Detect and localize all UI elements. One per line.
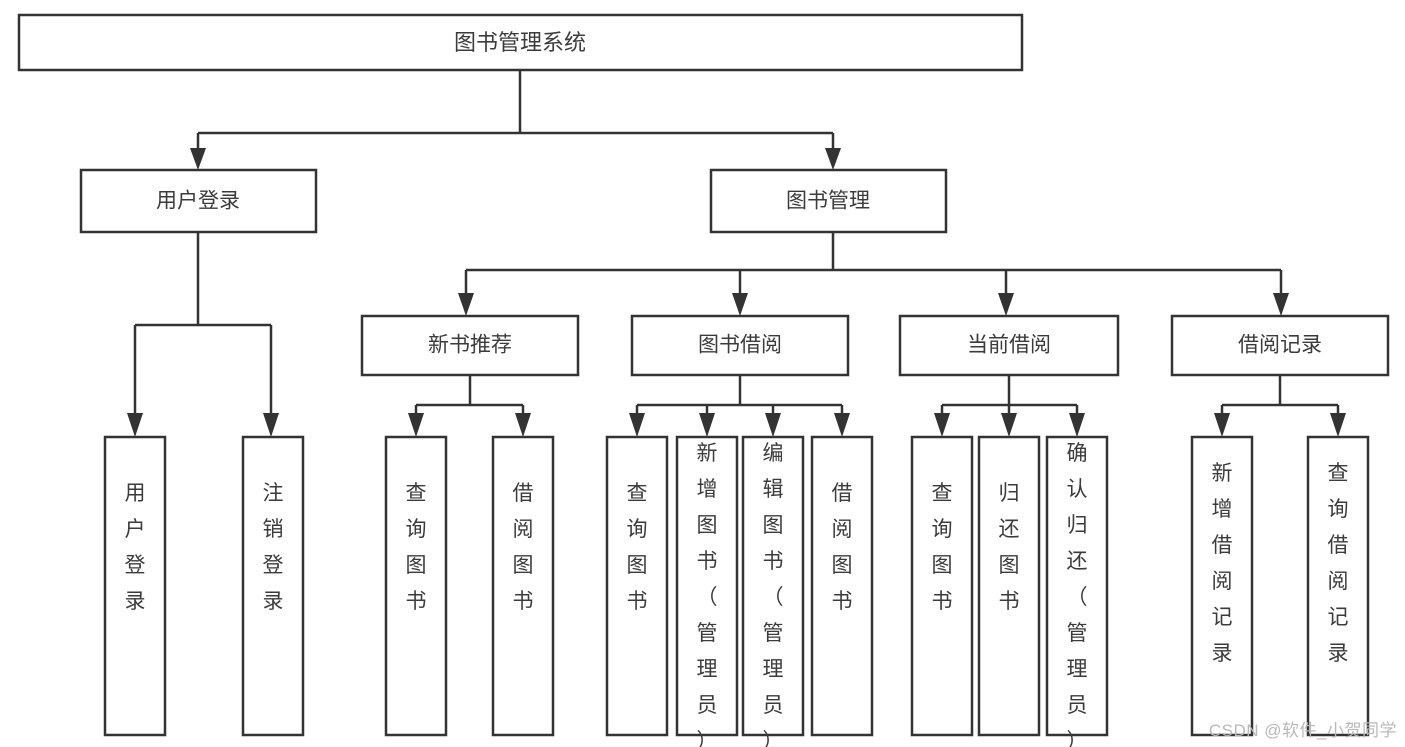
node-book-borrow[interactable]: 图书借阅 xyxy=(630,314,850,377)
leaf-newbook-borrow[interactable]: 借阅图书 xyxy=(491,435,555,737)
leaf-user-login-box[interactable] xyxy=(103,435,167,737)
leaf-current-query-box[interactable] xyxy=(910,435,974,737)
leaf-current-return[interactable]: 归还图书 xyxy=(977,435,1041,737)
arrowhead-bookborrow-l2 xyxy=(699,413,715,437)
leaf-record-add-box[interactable] xyxy=(1190,435,1254,737)
leaf-newbook-query-box[interactable] xyxy=(384,435,448,737)
leaf-borrow-query-label: 查询图书 xyxy=(627,482,648,613)
arrowhead-book-mgmt xyxy=(825,148,841,170)
leaf-current-query[interactable]: 查询图书 xyxy=(910,435,974,737)
node-book-management[interactable]: 图书管理 xyxy=(709,168,948,234)
leaf-logout-label: 注销登录 xyxy=(263,482,284,613)
arrowhead-bookborrow-l1 xyxy=(629,413,645,437)
arrowhead-leaf-user-login xyxy=(127,413,143,437)
arrowhead-borrowrecord-l1 xyxy=(1214,413,1230,437)
node-borrow-record[interactable]: 借阅记录 xyxy=(1170,314,1390,377)
node-new-book-recommend-box[interactable] xyxy=(360,314,580,377)
arrowhead-leaf-logout xyxy=(263,413,279,437)
leaf-borrow-query[interactable]: 查询图书 xyxy=(605,435,669,737)
leaf-record-add[interactable]: 新增借阅记录 xyxy=(1190,435,1254,737)
arrowhead-new-book xyxy=(458,293,474,316)
leaf-current-confirm[interactable]: 确认归还（管理员） xyxy=(1045,435,1109,747)
node-book-borrow-box[interactable] xyxy=(630,314,850,377)
arrowhead-bookborrow-l4 xyxy=(834,413,850,437)
connector-group-user-login xyxy=(127,232,279,437)
node-root[interactable]: 图书管理系统 xyxy=(17,13,1024,72)
leaf-borrow-query-box[interactable] xyxy=(605,435,669,737)
leaf-newbook-query-label: 查询图书 xyxy=(406,482,427,613)
arrowhead-bookborrow-l3 xyxy=(765,413,781,437)
node-root-box[interactable] xyxy=(17,13,1024,72)
leaf-record-add-label: 新增借阅记录 xyxy=(1212,462,1233,665)
leaf-borrow-edit-box[interactable] xyxy=(741,435,805,737)
csdn-watermark: CSDN @软件_小贺同学 xyxy=(1208,721,1397,740)
connector-group-root xyxy=(190,70,841,170)
arrowhead-newbook-l1 xyxy=(408,413,424,437)
leaf-borrow-add-label: 新增图书（管理员） xyxy=(697,442,718,747)
leaf-borrow-book[interactable]: 借阅图书 xyxy=(810,435,874,737)
leaf-current-confirm-label: 确认归还（管理员） xyxy=(1067,442,1088,747)
arrowhead-current-borrow xyxy=(998,293,1014,316)
leaf-borrow-edit-label: 编辑图书（管理员） xyxy=(763,442,784,747)
node-book-management-box[interactable] xyxy=(709,168,948,234)
node-borrow-record-label: 借阅记录 xyxy=(1238,334,1322,357)
leaf-current-confirm-box[interactable] xyxy=(1045,435,1109,737)
arrowhead-user-login xyxy=(190,148,206,170)
leaf-user-login-label: 用户登录 xyxy=(125,482,146,613)
connector-group-current-borrow xyxy=(934,375,1085,437)
leaf-user-login[interactable]: 用户登录 xyxy=(103,435,167,737)
node-new-book-recommend-label: 新书推荐 xyxy=(428,334,512,357)
leaf-record-query[interactable]: 查询借阅记录 xyxy=(1306,435,1370,737)
leaf-borrow-book-box[interactable] xyxy=(810,435,874,737)
leaf-borrow-add[interactable]: 新增图书（管理员） xyxy=(675,435,739,747)
arrowhead-borrowrecord-l2 xyxy=(1330,413,1346,437)
node-borrow-record-box[interactable] xyxy=(1170,314,1390,377)
leaf-newbook-query[interactable]: 查询图书 xyxy=(384,435,448,737)
node-user-login-label: 用户登录 xyxy=(156,190,240,213)
node-user-login[interactable]: 用户登录 xyxy=(79,168,318,234)
arrowhead-book-borrow xyxy=(732,293,748,316)
leaf-logout-box[interactable] xyxy=(241,435,305,737)
node-current-borrow-label: 当前借阅 xyxy=(967,334,1051,357)
leaf-record-query-label: 查询借阅记录 xyxy=(1328,462,1349,665)
leaf-borrow-edit[interactable]: 编辑图书（管理员） xyxy=(741,435,805,747)
connector-group-book-mgmt xyxy=(458,232,1289,316)
node-book-management-label: 图书管理 xyxy=(786,190,870,213)
node-user-login-box[interactable] xyxy=(79,168,318,234)
node-current-borrow[interactable]: 当前借阅 xyxy=(898,314,1120,377)
arrowhead-newbook-l2 xyxy=(515,413,531,437)
node-current-borrow-box[interactable] xyxy=(898,314,1120,377)
node-book-borrow-label: 图书借阅 xyxy=(698,334,782,357)
connector-group-book-borrow xyxy=(629,375,850,437)
connector-group-new-book xyxy=(408,375,531,437)
arrowhead-currentborrow-l2 xyxy=(1001,413,1017,437)
arrowhead-borrow-record xyxy=(1273,293,1289,316)
leaf-current-return-box[interactable] xyxy=(977,435,1041,737)
leaf-borrow-book-label: 借阅图书 xyxy=(832,482,853,613)
leaf-record-query-box[interactable] xyxy=(1306,435,1370,737)
leaf-logout[interactable]: 注销登录 xyxy=(241,435,305,737)
arrowhead-currentborrow-l1 xyxy=(934,413,950,437)
leaf-newbook-borrow-label: 借阅图书 xyxy=(513,482,534,613)
leaf-current-return-label: 归还图书 xyxy=(999,482,1020,613)
node-root-label: 图书管理系统 xyxy=(454,30,586,55)
arrowhead-currentborrow-l3 xyxy=(1069,413,1085,437)
leaf-newbook-borrow-box[interactable] xyxy=(491,435,555,737)
leaf-borrow-add-box[interactable] xyxy=(675,435,739,737)
connector-group-borrow-record xyxy=(1214,375,1346,437)
node-new-book-recommend[interactable]: 新书推荐 xyxy=(360,314,580,377)
leaf-current-query-label: 查询图书 xyxy=(932,482,953,613)
